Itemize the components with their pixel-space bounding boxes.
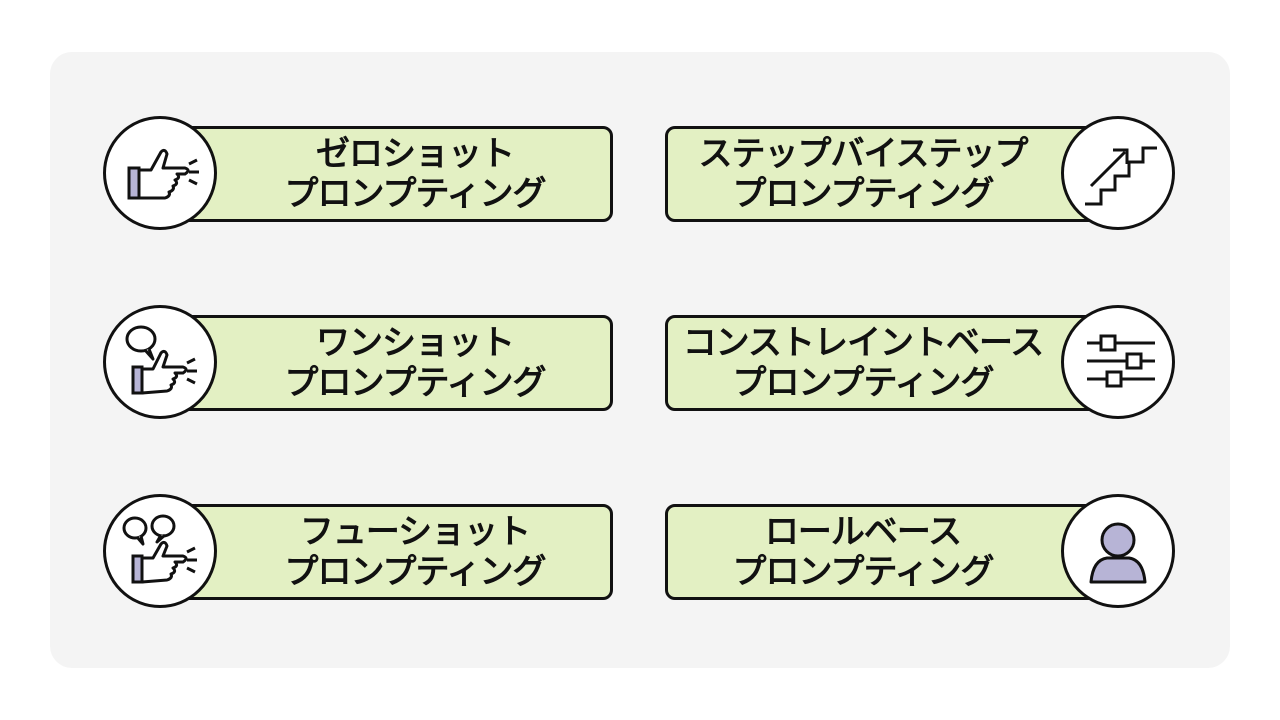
person-icon	[1061, 494, 1175, 608]
card-few-shot: フューショット プロンプティング	[103, 494, 613, 614]
stairs-arrow-icon	[1061, 116, 1175, 230]
card-title-line1: ステップバイステップ	[698, 134, 1029, 174]
card-title-line1: ロールベース	[764, 512, 962, 552]
card-title-line1: コンストレイントベース	[682, 323, 1045, 363]
card-title-line1: フューショット	[299, 512, 531, 552]
card-label-box: ワンショット プロンプティング	[159, 315, 613, 411]
sliders-icon	[1061, 305, 1175, 419]
pointing-hand-one-bubble-icon	[103, 305, 217, 419]
pointing-hand-two-bubbles-icon	[103, 494, 217, 608]
card-role-based: ロールベース プロンプティング	[665, 494, 1175, 614]
card-label-box: ゼロショット プロンプティング	[159, 126, 613, 222]
card-title-line2: プロンプティング	[732, 363, 995, 403]
card-label-box: フューショット プロンプティング	[159, 504, 613, 600]
card-title-line2: プロンプティング	[284, 552, 547, 592]
card-label-box: コンストレイントベース プロンプティング	[665, 315, 1119, 411]
card-title-line1: ワンショット	[316, 323, 515, 363]
card-title-line2: プロンプティング	[284, 363, 547, 403]
card-one-shot: ワンショット プロンプティング	[103, 305, 613, 425]
card-zero-shot: ゼロショット プロンプティング	[103, 116, 613, 236]
card-title-line2: プロンプティング	[732, 552, 995, 592]
card-title-line2: プロンプティング	[732, 174, 995, 214]
card-step-by-step: ステップバイステップ プロンプティング	[665, 116, 1175, 236]
card-label-box: ロールベース プロンプティング	[665, 504, 1119, 600]
pointing-hand-icon	[103, 116, 217, 230]
card-label-box: ステップバイステップ プロンプティング	[665, 126, 1119, 222]
card-title-line2: プロンプティング	[284, 174, 547, 214]
card-constraint-based: コンストレイントベース プロンプティング	[665, 305, 1175, 425]
card-title-line1: ゼロショット	[316, 134, 515, 174]
